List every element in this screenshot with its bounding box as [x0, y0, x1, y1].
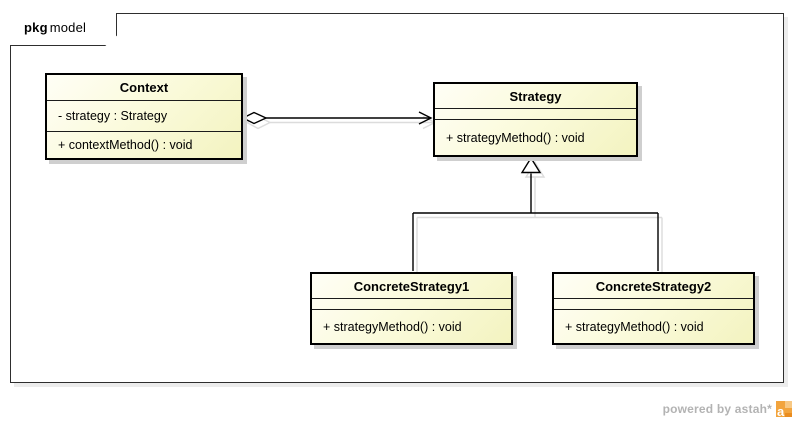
astah-logo-icon: a	[776, 401, 792, 417]
watermark: powered by astah* a	[663, 401, 792, 417]
operations-compartment: + strategyMethod() : void	[554, 309, 753, 343]
class-box-concretestrategy1[interactable]: ConcreteStrategy1 + strategyMethod() : v…	[310, 272, 513, 345]
class-name: Context	[119, 80, 169, 95]
logo-quadrant	[785, 413, 792, 417]
class-name: Strategy	[509, 88, 562, 104]
operations-compartment: + strategyMethod() : void	[435, 119, 636, 155]
class-operation: + strategyMethod() : void	[565, 319, 704, 334]
class-operation: + strategyMethod() : void	[446, 130, 585, 145]
class-name: ConcreteStrategy2	[595, 278, 712, 294]
package-name: model	[49, 20, 87, 35]
attributes-compartment	[435, 108, 636, 119]
logo-letter: a	[777, 404, 785, 417]
attributes-compartment	[554, 298, 753, 309]
attributes-compartment: - strategy : Strategy	[47, 100, 241, 131]
attributes-compartment	[312, 298, 511, 309]
class-box-concretestrategy2[interactable]: ConcreteStrategy2 + strategyMethod() : v…	[552, 272, 755, 345]
operations-compartment: + contextMethod() : void	[47, 131, 241, 158]
operations-compartment: + strategyMethod() : void	[312, 309, 511, 343]
watermark-text: powered by astah*	[662, 402, 772, 416]
class-operation: + strategyMethod() : void	[323, 319, 462, 334]
logo-quadrant	[785, 401, 792, 408]
class-name: ConcreteStrategy1	[353, 278, 470, 294]
package-tab[interactable]	[10, 13, 117, 46]
package-keyword: pkg	[24, 20, 48, 35]
class-operation: + contextMethod() : void	[58, 138, 193, 152]
class-box-context[interactable]: Context - strategy : Strategy + contextM…	[45, 73, 243, 160]
class-attribute: - strategy : Strategy	[58, 109, 168, 123]
class-box-strategy[interactable]: Strategy + strategyMethod() : void	[433, 82, 638, 157]
